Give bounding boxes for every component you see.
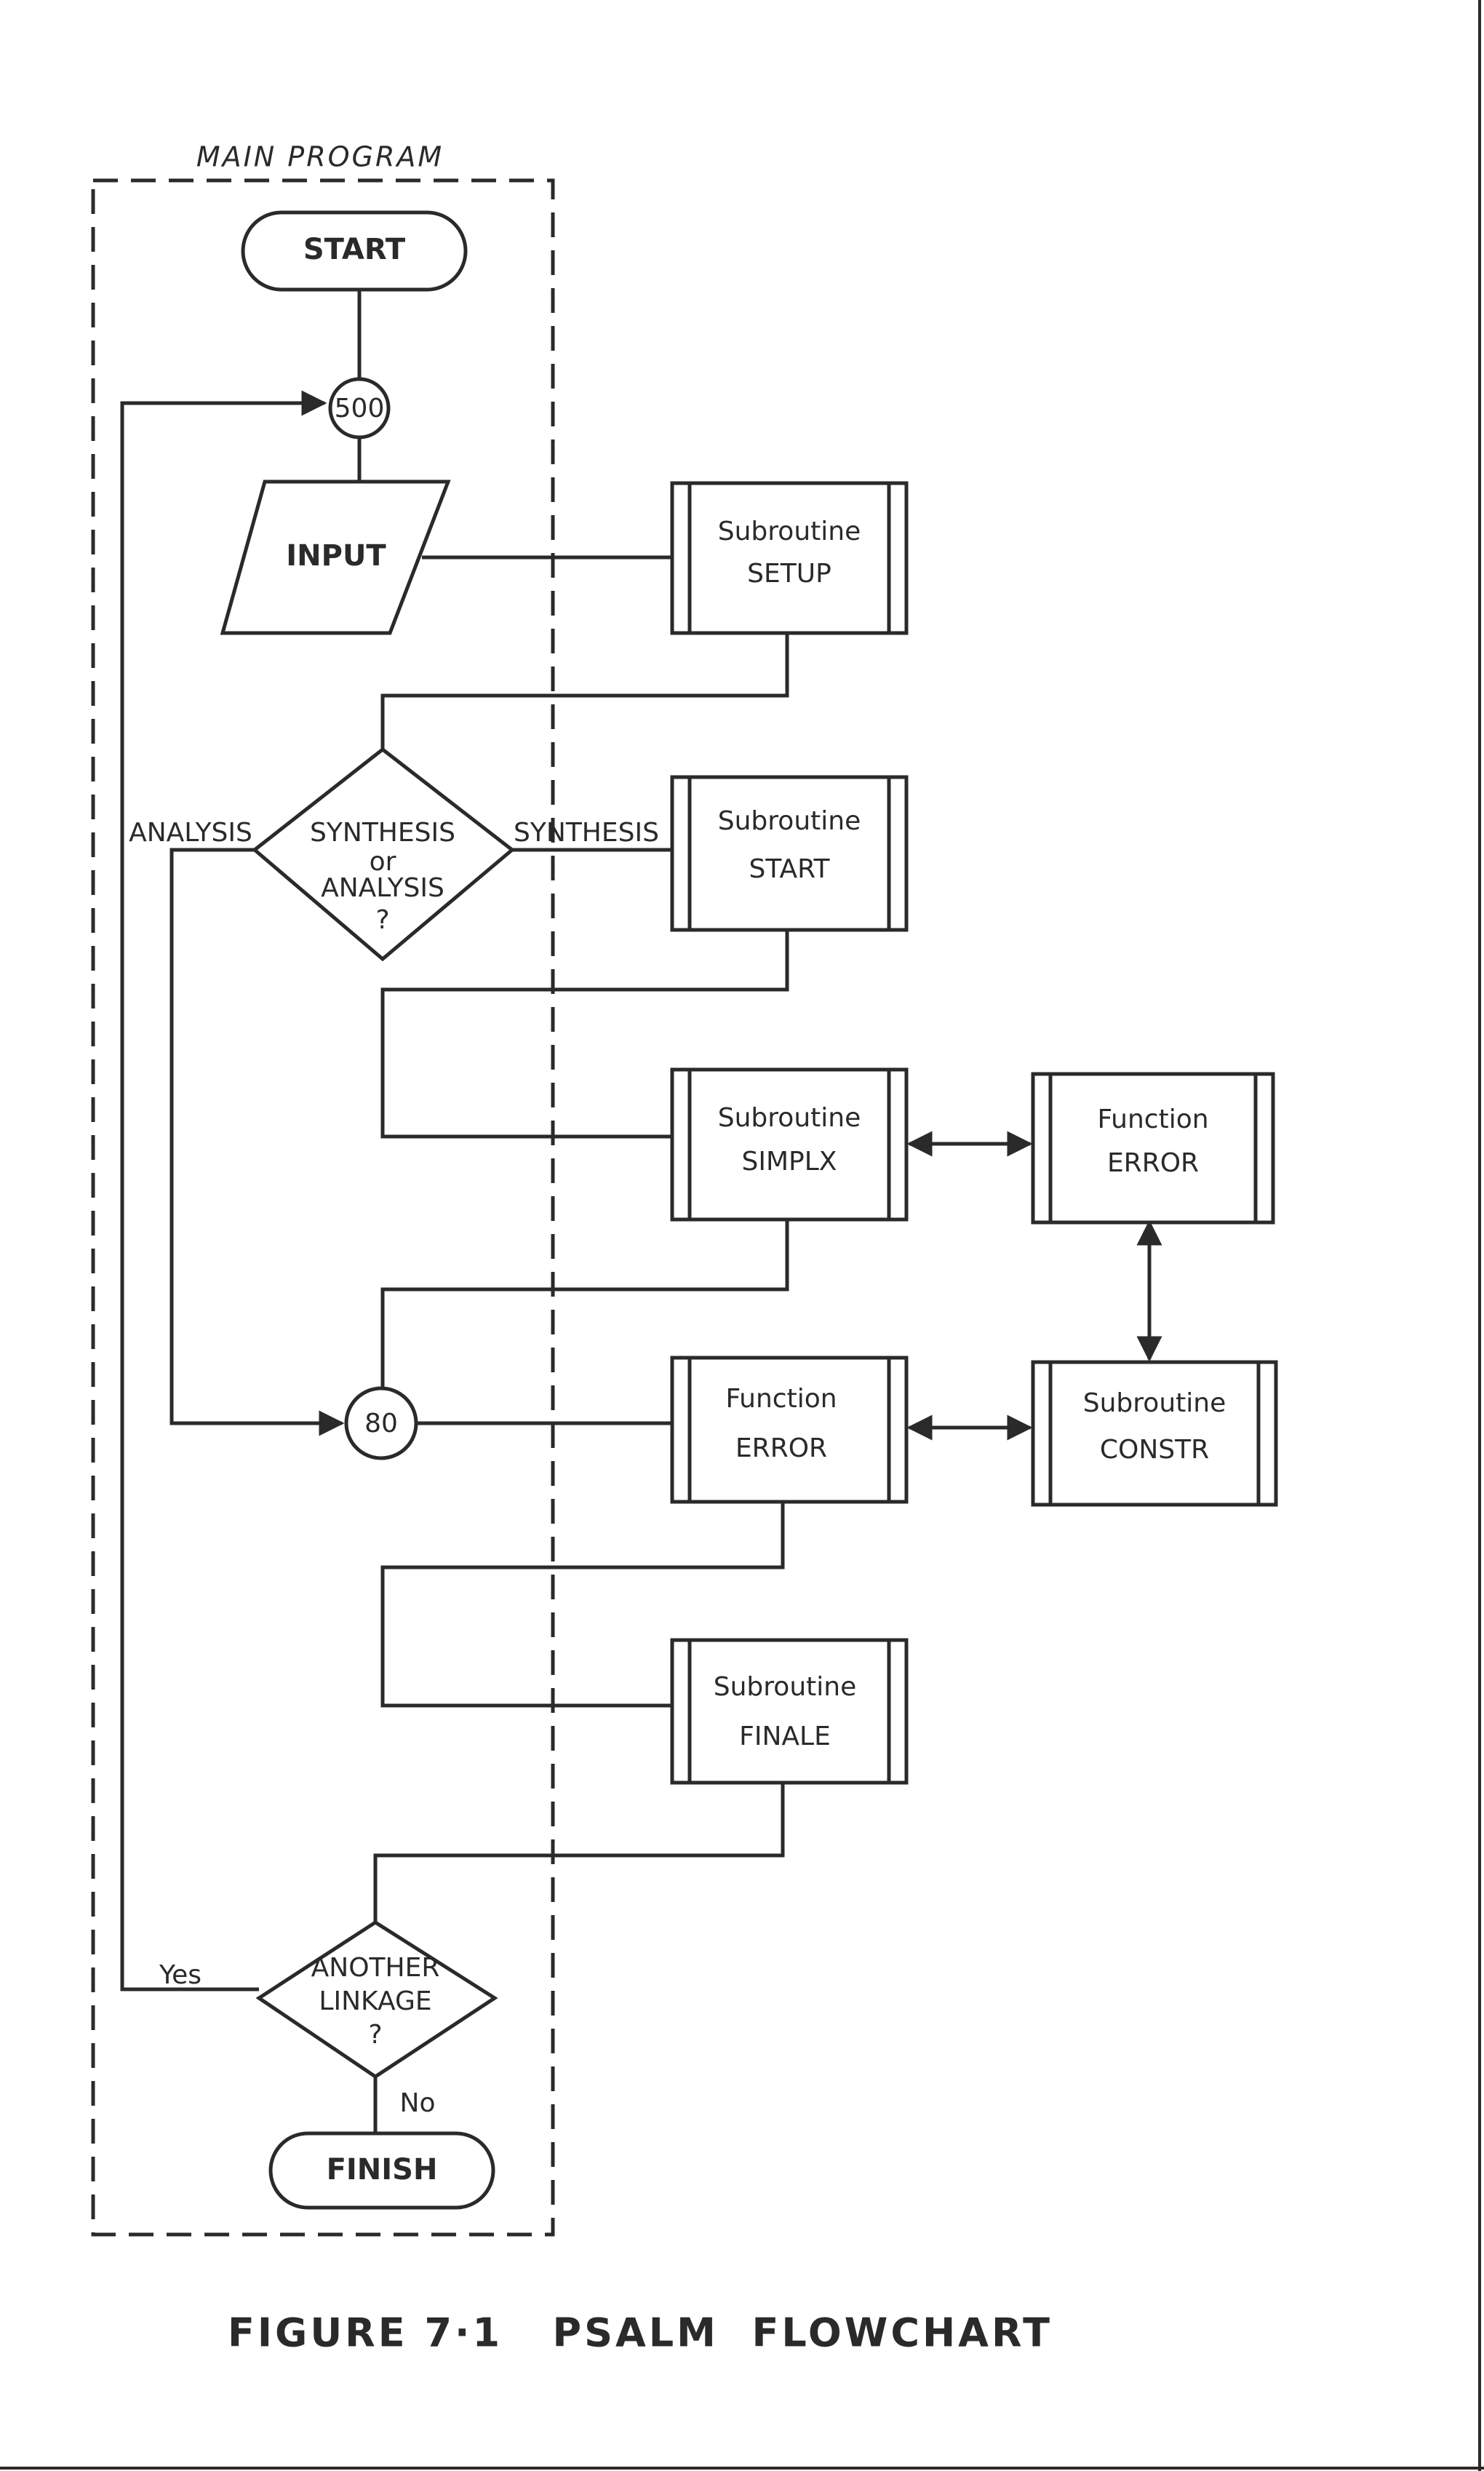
function-error-mid-box — [670, 1356, 909, 1504]
sub-start-line1: Subroutine — [718, 806, 861, 836]
decision-another-linkage — [255, 1920, 498, 2080]
connector-500 — [328, 377, 391, 439]
line-error-to-finale — [380, 1502, 785, 1708]
connector-80-label: 80 — [364, 1409, 398, 1439]
synthesis-branch-label: SYNTHESIS — [514, 818, 659, 848]
subroutine-constr-box — [1031, 1360, 1278, 1507]
line-finale-to-decision — [373, 1783, 785, 1922]
subroutine-start-box — [670, 775, 909, 932]
decision-synthesis-or-analysis — [252, 747, 515, 962]
start-terminal — [241, 210, 468, 292]
input-label: INPUT — [286, 539, 386, 573]
sub-start-line2: START — [749, 854, 830, 884]
setup-line1: Subroutine — [718, 517, 861, 546]
finale-line2: FINALE — [739, 1722, 831, 1751]
line-analysis-branch — [169, 848, 345, 1436]
setup-line2: SETUP — [747, 559, 831, 589]
subroutine-finale-box — [670, 1638, 909, 1785]
error-top-line2: ERROR — [1107, 1148, 1199, 1178]
finish-label: FINISH — [327, 2153, 438, 2187]
constr-line2: CONSTR — [1100, 1435, 1209, 1465]
function-error-top-box — [1031, 1072, 1275, 1225]
line-simplx-to-80 — [380, 1219, 789, 1394]
error-mid-line2: ERROR — [735, 1433, 827, 1463]
main-program-label: MAIN PROGRAM — [196, 141, 444, 173]
decision-synthesis-line2: or — [370, 847, 396, 877]
decision-synthesis-line3: ANALYSIS — [321, 873, 444, 903]
decision-another-line3: ? — [368, 2020, 382, 2050]
connector-80 — [344, 1386, 418, 1460]
figure-caption: FIGURE 7·1 PSALM FLOWCHART — [228, 2310, 1053, 2356]
simplx-line2: SIMPLX — [742, 1147, 837, 1177]
no-label: No — [400, 2088, 436, 2118]
decision-synthesis-line4: ? — [375, 905, 389, 935]
line-start-to-simplx — [380, 930, 789, 1139]
simplx-line1: Subroutine — [718, 1103, 861, 1133]
line-setup-to-decision — [380, 633, 789, 749]
error-mid-line1: Function — [725, 1384, 837, 1414]
line-yes-loop — [120, 390, 327, 1991]
finish-terminal — [268, 2131, 495, 2210]
start-label: START — [303, 233, 406, 266]
decision-another-line1: ANOTHER — [311, 1953, 440, 1983]
analysis-branch-label: ANALYSIS — [129, 818, 252, 848]
input-parallelogram — [220, 480, 451, 635]
error-top-line1: Function — [1097, 1105, 1208, 1134]
subroutine-setup-box — [670, 481, 909, 635]
constr-line1: Subroutine — [1083, 1388, 1226, 1418]
decision-synthesis-line1: SYNTHESIS — [310, 818, 455, 848]
decision-another-line2: LINKAGE — [319, 1986, 431, 2016]
finale-line1: Subroutine — [714, 1672, 856, 1702]
yes-label: Yes — [159, 1960, 202, 1990]
main-program-boundary — [91, 178, 555, 2237]
connector-500-label: 500 — [335, 394, 385, 423]
subroutine-simplx-box — [670, 1067, 909, 1222]
